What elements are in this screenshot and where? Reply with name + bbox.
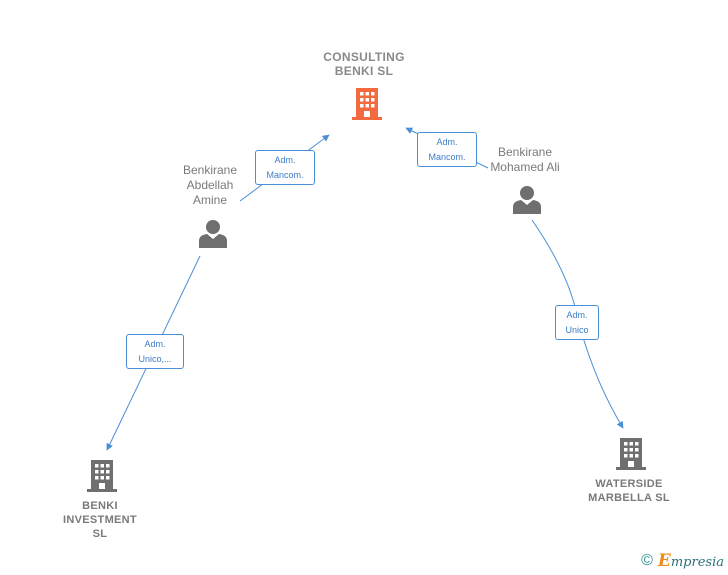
person-mohamed-label: Benkirane Mohamed Ali xyxy=(490,145,560,174)
building-icon-main[interactable] xyxy=(351,86,383,120)
person-icon-mohamed[interactable] xyxy=(512,185,542,214)
brand-logo: Empresia xyxy=(657,551,724,571)
edge-label-mohamed-waterside[interactable]: Adm. Unico xyxy=(555,305,599,340)
building-icon-waterside[interactable] xyxy=(615,436,647,470)
person-icon-abdellah[interactable] xyxy=(198,219,228,248)
waterside-marbella-label: WATERSIDE MARBELLA SL xyxy=(588,478,670,504)
footer-brand: © Empresia xyxy=(641,551,724,571)
building-icon-benki-investment[interactable] xyxy=(86,458,118,492)
benki-investment-label: BENKI INVESTMENT SL xyxy=(63,500,137,540)
edge-label-abdellah-benki-investment[interactable]: Adm. Unico,... xyxy=(126,334,184,369)
edge-label-abdellah-consulting[interactable]: Adm. Mancom. xyxy=(255,150,315,185)
consulting-benki-label: CONSULTING BENKI SL xyxy=(323,50,405,78)
person-abdellah-label: Benkirane Abdellah Amine xyxy=(182,163,238,207)
copyright-icon: © xyxy=(641,552,653,569)
edge-label-mohamed-consulting[interactable]: Adm. Mancom. xyxy=(417,132,477,167)
